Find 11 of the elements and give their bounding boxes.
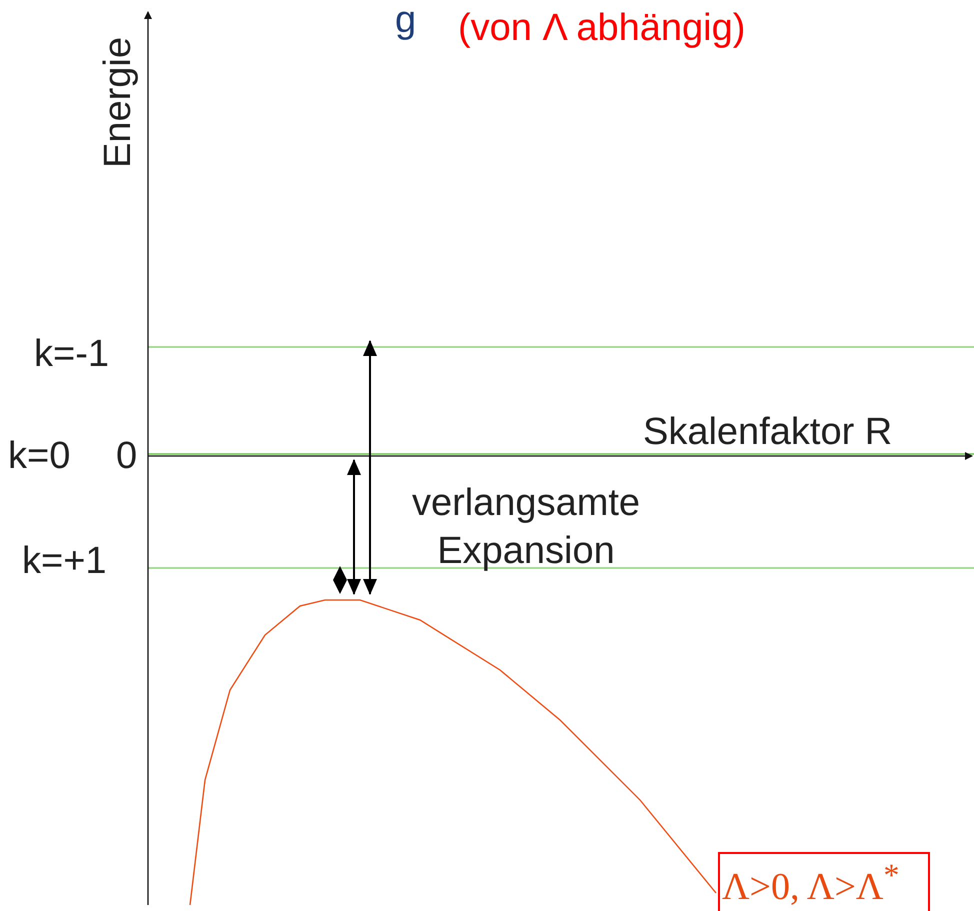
tick-label: k=-1 bbox=[34, 334, 109, 376]
tick-label: 0 bbox=[116, 436, 138, 478]
tick-label: k=0 bbox=[8, 436, 70, 478]
subtitle-text: (von Λ abhängig) bbox=[458, 8, 746, 50]
axis-label: Energie bbox=[98, 37, 140, 168]
condition-text: Λ>0, Λ>Λ$^{*}$ bbox=[722, 866, 900, 908]
condition-box bbox=[718, 852, 930, 911]
axis-label: Skalenfaktor R bbox=[643, 412, 892, 454]
heading-fragment: g bbox=[395, 0, 416, 42]
tick-label: k=+1 bbox=[22, 541, 107, 583]
annotation-text: verlangsamte Expansion bbox=[410, 481, 642, 574]
